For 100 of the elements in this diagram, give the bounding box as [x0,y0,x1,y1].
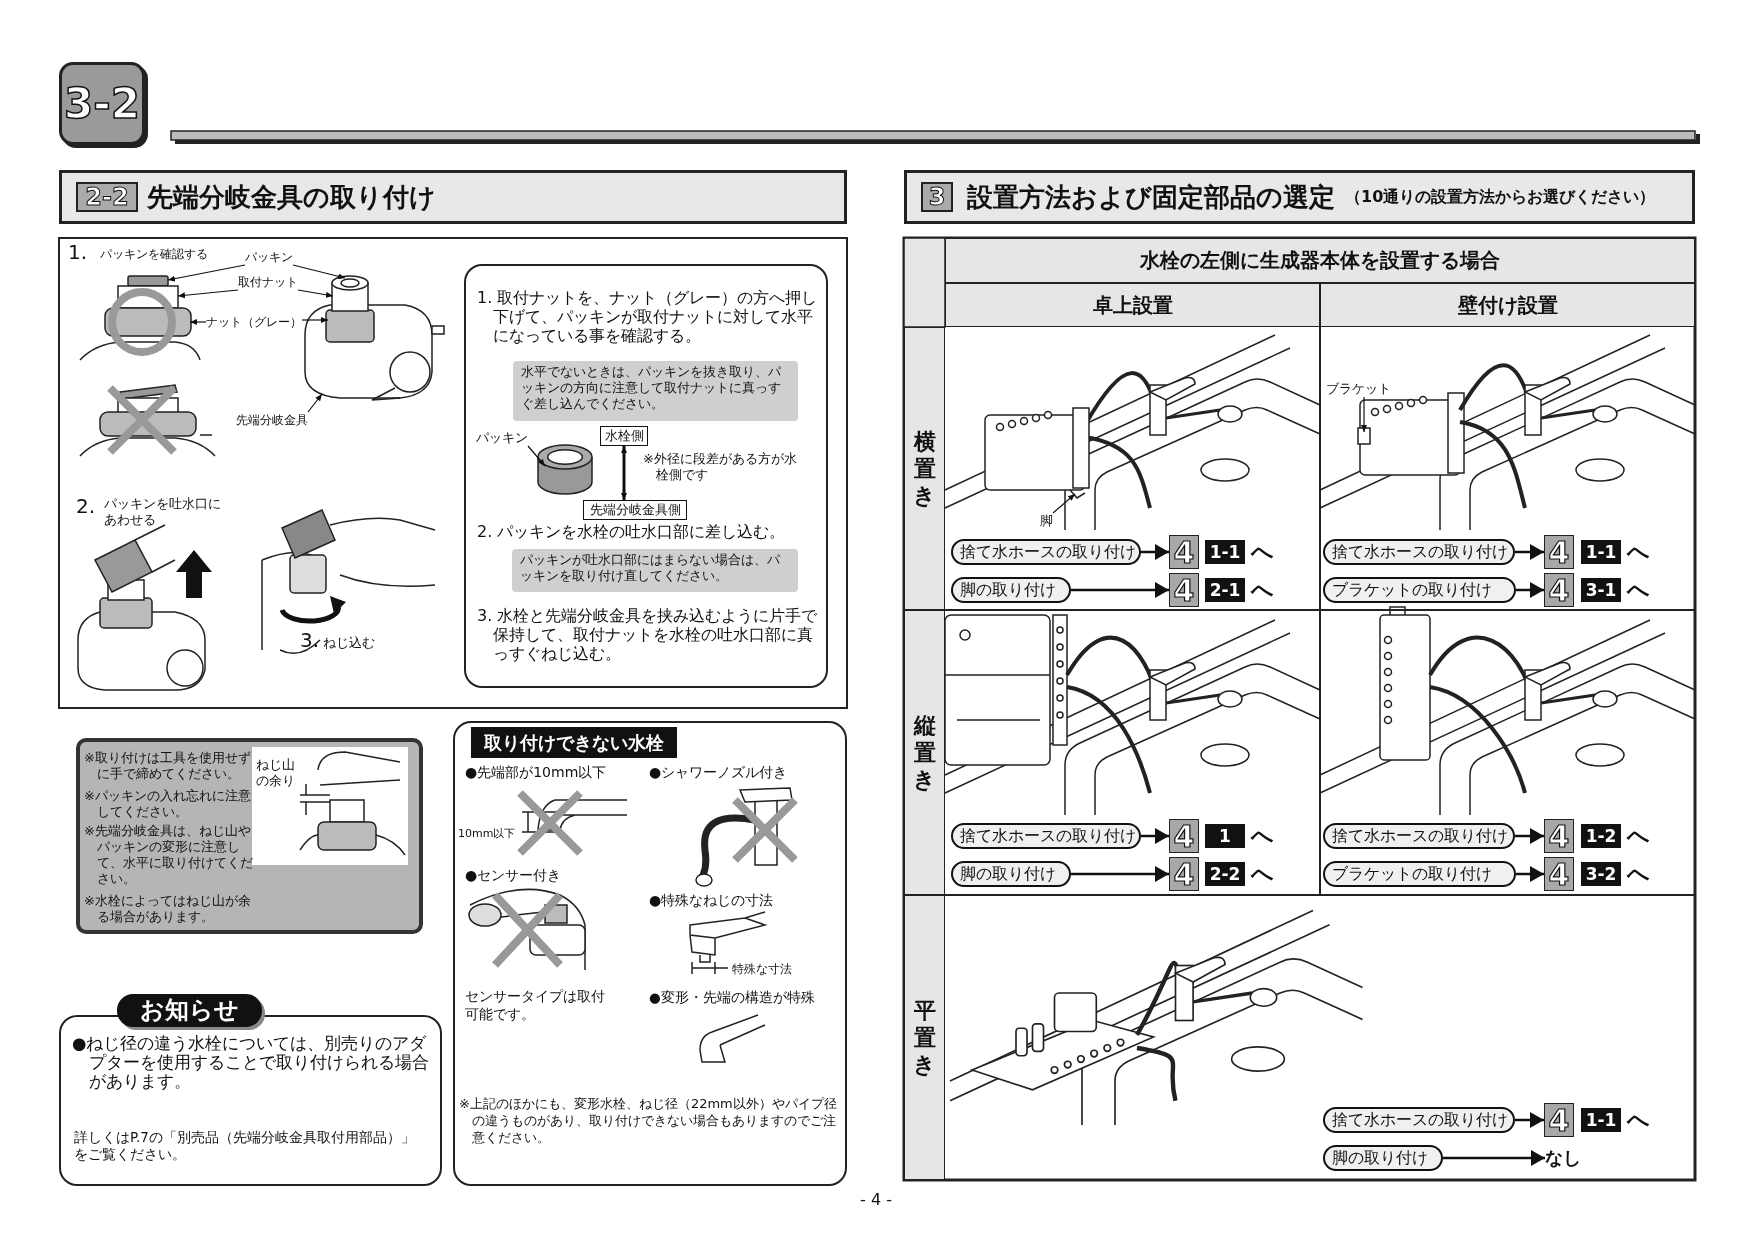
task-label: 捨て水ホースの取り付け [1323,823,1515,849]
note-text: ※外径に段差がある方が水栓側です [643,451,798,484]
step-caption: パッキンを確認する [100,246,209,262]
step-number: 2. [76,494,97,518]
part-label: パッキン [245,249,293,265]
task-label: ブラケットの取り付け [1323,861,1516,887]
task-label: 脚の取り付け [951,577,1071,603]
table-header: 卓上設置 [945,283,1320,327]
arrow [1071,866,1169,882]
adapter-drawing [79,275,201,361]
goto-text: へ [1251,822,1274,850]
section-number-box: 4 [1169,535,1199,569]
dimension-text: 10mm以下 [458,826,517,841]
task-label: 捨て水ホースの取り付け [1323,1107,1515,1133]
arrow [1071,582,1169,598]
instruction-panel [464,264,828,688]
part-label: ブラケット [1326,381,1391,397]
step-tag: 3-2 [1581,862,1621,886]
section-number-box: 4 [1169,573,1199,607]
task-label: 捨て水ホースの取り付け [951,539,1141,565]
notice-text: ●ねじ径の違う水栓については、別売りのアダプターを使用することで取り付けられる場合があります。 [72,1034,430,1093]
leader-line [527,445,546,467]
table-header: 壁付け設置 [1320,283,1695,327]
step-caption: ねじ込む [323,634,376,650]
step-tag: 2-2 [1205,862,1245,886]
section-number-box: 4 [1544,857,1574,891]
adapter-drawing [304,275,445,401]
step-caption: パッキンを吐水口にあわせる [104,496,222,529]
leader-line [1361,396,1367,433]
caution-text: ※取り付けは工具を使用せずに手で締めてください。 [84,750,252,783]
section-subtitle: （10通りの設置方法からお選びください） [1345,187,1657,208]
notice-heading: お知らせ [117,994,262,1027]
leader-line [301,317,329,323]
footnote-text: ※上記のほかにも、変形水栓、ねじ径（22mm以外）やパイプ径の違うものがあり、取り付けできない場合もありますのでご注意ください。 [459,1095,838,1147]
step-tag: 1 [1205,824,1245,848]
instruction-text: 3. 水栓と先端分岐金具を挟み込むように片手で保持して、取付ナットを水栓の吐水口部に真っすぐねじ込む。 [477,606,819,665]
leader-line [1052,493,1076,514]
unsupported-faucet-panel [453,721,847,1186]
part-label: 取付ナット [238,274,298,290]
item-text: ●センサー付き [465,867,563,885]
section-number: 2-2 [76,182,138,212]
arrow [1141,828,1169,844]
item-text: ●特殊なねじの寸法 [649,892,775,910]
goto-text: へ [1627,538,1650,566]
section-title: 設置方法および固定部品の選定 [967,181,1336,214]
direction-tag: 先端分岐金具側 [583,500,687,520]
step-tag: 3-1 [1581,578,1621,602]
dimension-text: ねじ山の余り [256,757,296,790]
section-tab: 3-2 [59,62,145,145]
section-heading [59,170,847,224]
row-header: 縦置き [904,610,945,895]
goto-text: へ [1251,860,1274,888]
item-text: ●シャワーノズル付き [649,764,789,782]
part-label: 先端分岐金具 [236,412,308,428]
leader-line [167,264,246,282]
arrow [1515,828,1544,844]
task-label: 脚の取り付け [1323,1145,1443,1171]
part-label: パッキン [476,430,528,446]
panel-heading: 取り付けできない水栓 [471,727,677,758]
caution-text: ※水栓によってはねじ山が余る場合があります。 [84,893,252,926]
purifier-drawing [984,407,1090,499]
goto-text: へ [1627,822,1650,850]
leader-line [307,393,323,413]
section-number-box: 4 [1544,819,1574,853]
step-tag: 2-1 [1205,578,1245,602]
note-box: パッキンが吐水口部にはまらない場合は、パッキンを取り付け直してください。 [512,549,798,592]
result-text: なし [1545,1145,1589,1171]
direction-tag: 水栓側 [600,426,648,446]
leader-line [177,289,239,299]
step-tag: 1-1 [1581,540,1621,564]
caution-text: ※先端分岐金具は、ねじ山やパッキンの変形に注意して、水平に取り付けてください。 [84,823,254,888]
step-tag: 1-1 [1581,1108,1621,1132]
arrow [1516,582,1544,598]
arrow [1515,1112,1544,1128]
section-title: 先端分岐金具の取り付け [147,181,437,214]
task-label: 脚の取り付け [951,861,1071,887]
section-number-box: 4 [1544,1103,1574,1137]
step-number: 1. [68,240,89,264]
bracket-drawing [1357,427,1371,445]
task-label: 捨て水ホースの取り付け [951,823,1141,849]
part-label: 脚 [1040,513,1053,529]
double-arrow [621,446,627,500]
section-number-box: 4 [1544,573,1574,607]
caution-text: ※パッキンの入れ忘れに注意してください。 [84,788,252,821]
part-label: ナット（グレー） [206,314,302,330]
task-label: ブラケットの取り付け [1323,577,1516,603]
arrow [1443,1150,1545,1166]
reference-text: 詳しくはP.7の「別売品（先端分岐金具取付用部品）」をご覧ください。 [74,1129,416,1164]
row-header: 平置き [904,895,945,1180]
item-text: ●変形・先端の構造が特殊 [649,989,816,1007]
arrow [1516,866,1544,882]
page-number: - 4 - [859,1190,893,1210]
task-label: 捨て水ホースの取り付け [1323,539,1515,565]
goto-text: へ [1627,576,1650,604]
goto-text: へ [1627,1106,1650,1134]
instruction-text: 2. パッキンを水栓の吐水口部に差し込む。 [477,522,787,542]
section-heading [904,170,1695,224]
packing-drawing [537,444,593,495]
table-header: 水栓の左側に生成器本体を設置する場合 [945,238,1695,283]
instruction-text: 1. 取付ナットを、ナット（グレー）の方へ押し下げて、パッキンが取付ナットに対して水平になっている事を確認する。 [477,288,819,347]
